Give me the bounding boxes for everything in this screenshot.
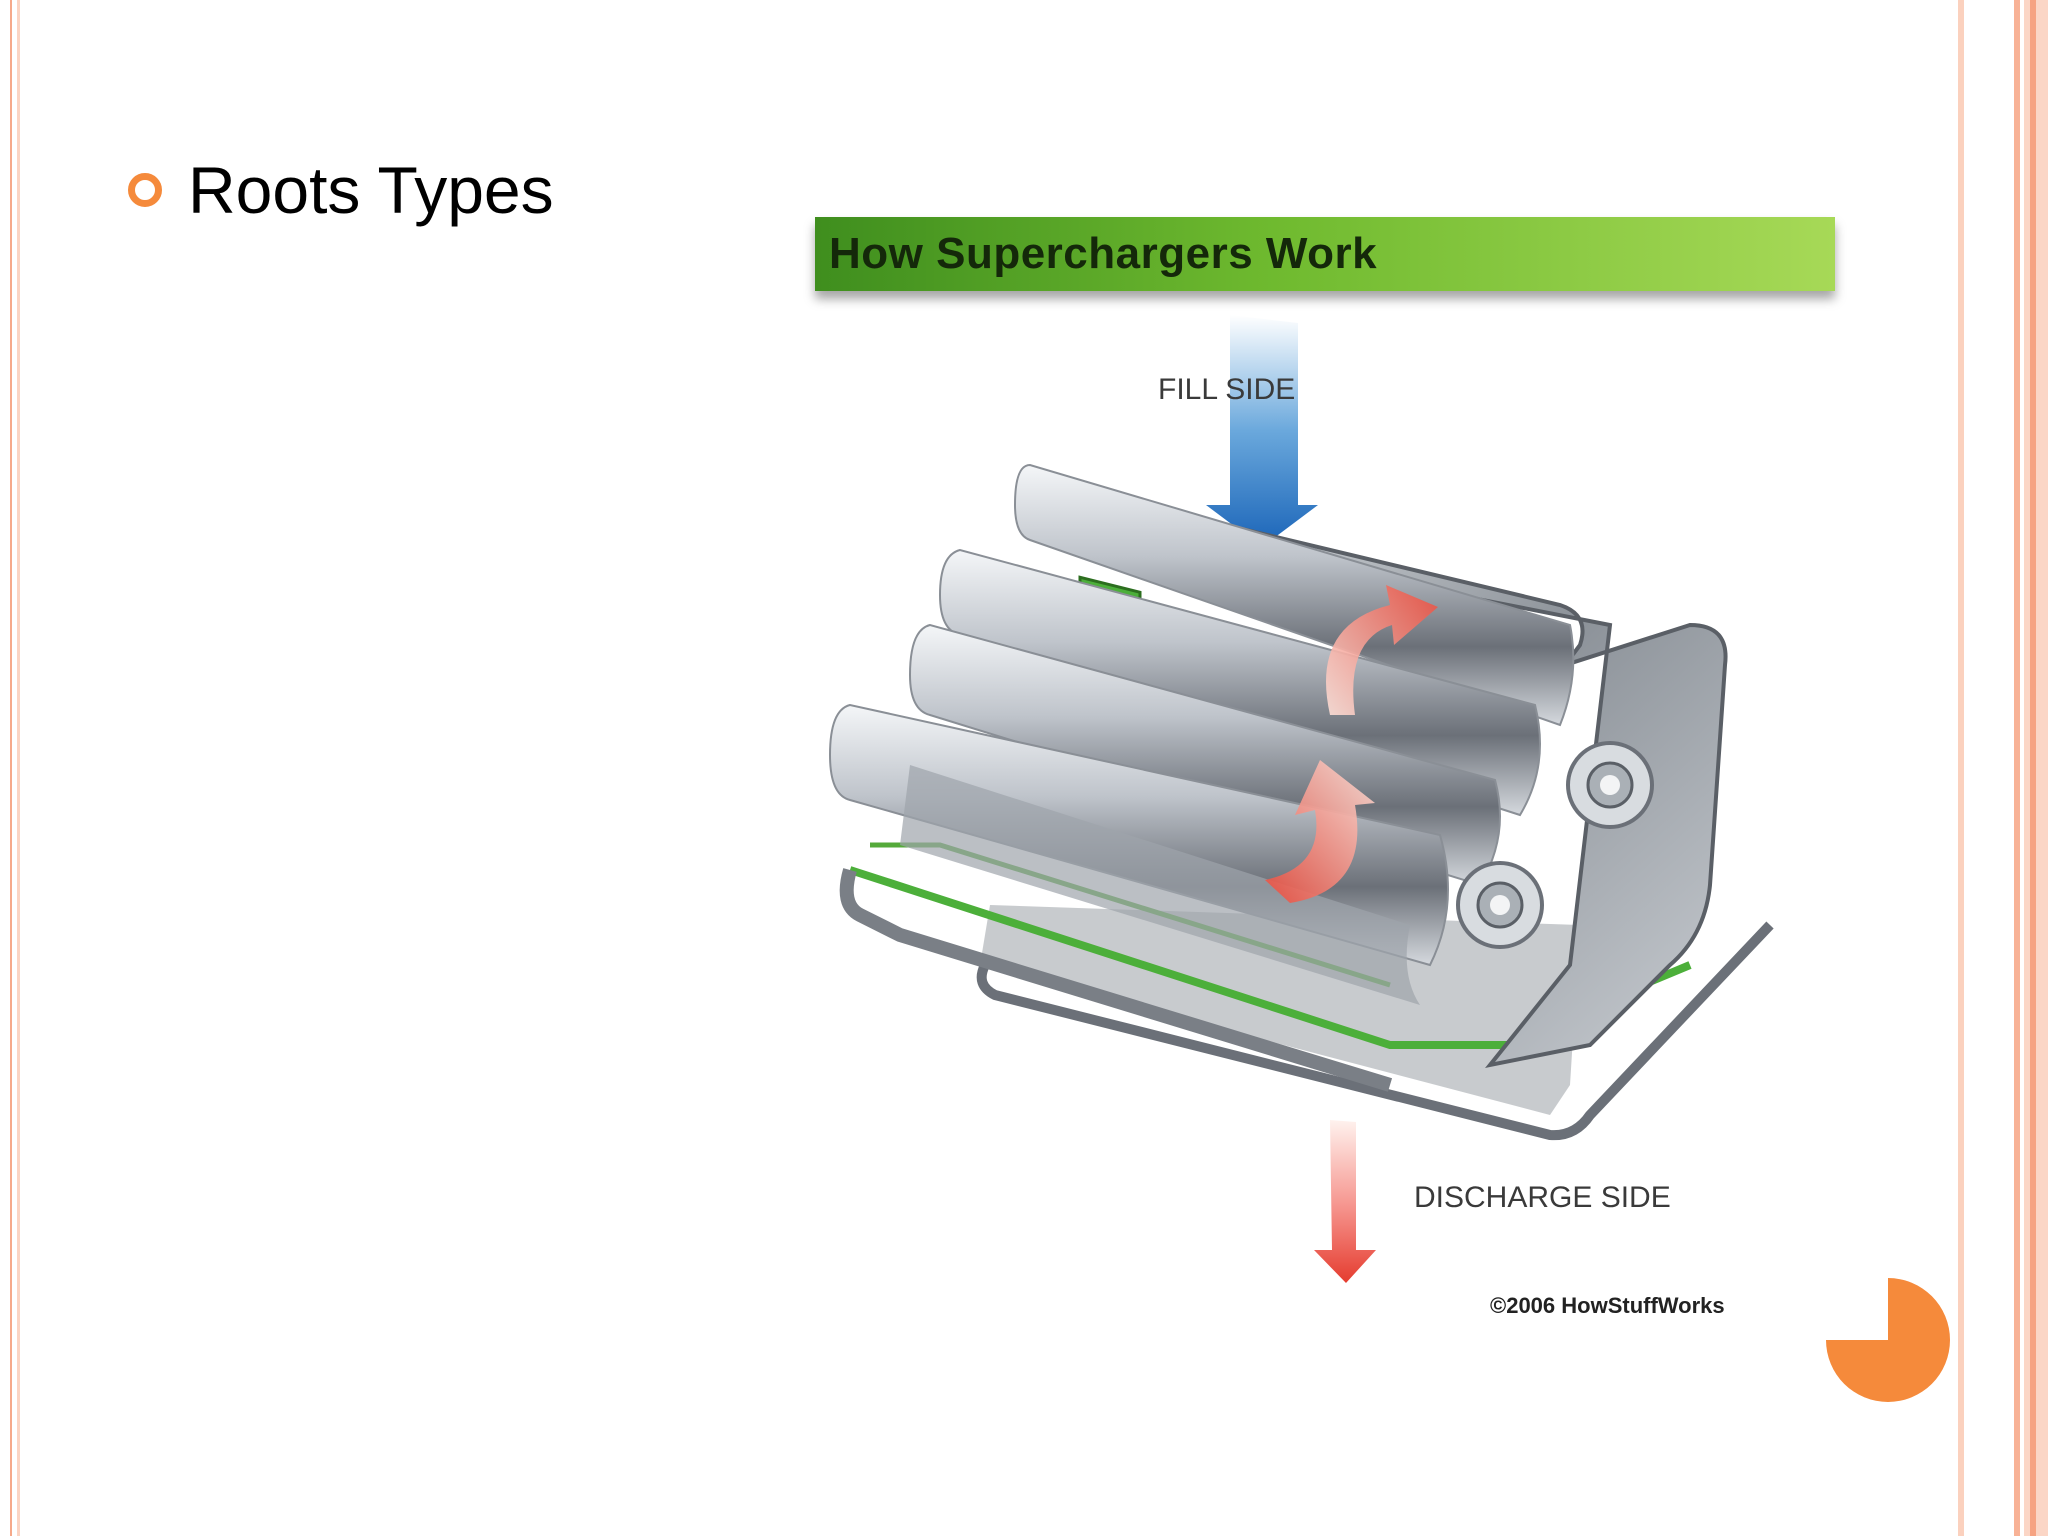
fill-side-label: FILL SIDE (1158, 373, 1296, 406)
bullet-text: Roots Types (188, 153, 554, 227)
copyright-text: ©2006 HowStuffWorks (1490, 1293, 1725, 1318)
roots-blower-drawing (828, 315, 1774, 1283)
rotor-bearing-icon (1456, 741, 1654, 949)
fill-arrow-icon (1206, 315, 1318, 547)
rotation-arrow-down-icon (1265, 760, 1375, 903)
banner-title: How Superchargers Work (829, 229, 1378, 278)
rotation-arrow-up-icon (1326, 585, 1438, 715)
figure-banner: How Superchargers Work (815, 217, 1835, 291)
discharge-side-label: DISCHARGE SIDE (1414, 1181, 1671, 1214)
ring-bullet-icon (128, 173, 162, 207)
bullet-item: Roots Types (128, 150, 554, 230)
slide-frame-left (10, 0, 20, 1536)
supercharger-illustration: How Superchargers Work (790, 205, 1870, 1335)
corner-pie-decoration-icon (1826, 1278, 1950, 1402)
slide-frame-right (1954, 0, 2048, 1536)
discharge-arrow-icon (1314, 1120, 1376, 1283)
